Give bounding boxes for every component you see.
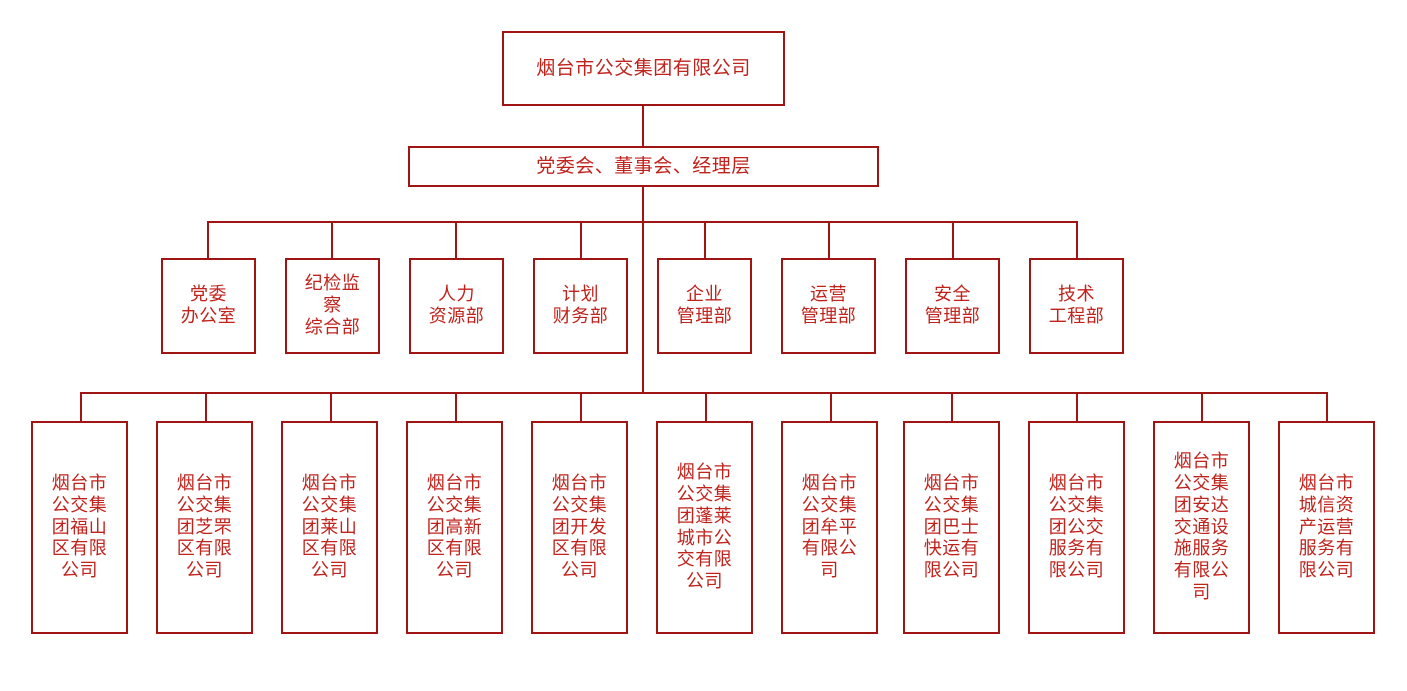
node-label: 人力 资源部 [428,284,485,326]
connector-sub-leg-8 [951,392,953,421]
node-label: 运营 管理部 [800,284,857,326]
connector-sub-leg-7 [830,392,832,421]
connector-dept-leg-2 [331,221,333,258]
node-label: 烟台市 公交集 团高新 区有限 公司 [426,472,483,581]
node-subsidiary-zhifu[interactable]: 烟台市 公交集 团芝罘 区有限 公司 [156,421,253,634]
node-label: 烟台市 公交集 团蓬莱 城市公 交有限 公司 [676,461,733,592]
connector-sub-leg-6 [705,392,707,421]
node-subsidiary-bus-express[interactable]: 烟台市 公交集 团巴士 快运有 限公司 [903,421,1000,634]
node-subsidiary-anda-facilities[interactable]: 烟台市 公交集 团安达 交通设 施服务 有限公 司 [1153,421,1250,634]
node-label: 烟台市 城信资 产运营 服务有 限公司 [1298,472,1355,581]
connector-board-trunk [642,187,644,393]
connector-dept-leg-8 [1076,221,1078,258]
connector-sub-leg-1 [80,392,82,421]
connector-root-to-board [642,106,644,146]
node-subsidiary-muping[interactable]: 烟台市 公交集 团牟平 有限公 司 [781,421,878,634]
node-label: 党委会、董事会、经理层 [536,155,751,177]
node-label: 企业 管理部 [676,284,733,326]
node-label: 烟台市 公交集 团莱山 区有限 公司 [301,472,358,581]
node-label: 安全 管理部 [924,284,981,326]
connector-dept-leg-1 [207,221,209,258]
node-department-technology-engineering[interactable]: 技术 工程部 [1029,258,1124,354]
node-governance-board[interactable]: 党委会、董事会、经理层 [408,146,879,187]
node-department-safety-management[interactable]: 安全 管理部 [905,258,1000,354]
node-department-enterprise-management[interactable]: 企业 管理部 [657,258,752,354]
node-subsidiary-fushan[interactable]: 烟台市 公交集 团福山 区有限 公司 [31,421,128,634]
connector-dept-leg-5 [704,221,706,258]
connector-dept-leg-7 [952,221,954,258]
connector-sub-leg-10 [1201,392,1203,421]
connector-dept-leg-6 [828,221,830,258]
node-department-party-office[interactable]: 党委 办公室 [161,258,256,354]
connector-sub-leg-3 [330,392,332,421]
node-subsidiary-chengxin-asset[interactable]: 烟台市 城信资 产运营 服务有 限公司 [1278,421,1375,634]
connector-sub-leg-2 [205,392,207,421]
node-department-discipline-inspection[interactable]: 纪检监 察 综合部 [285,258,380,354]
node-label: 纪检监 察 综合部 [304,273,361,337]
node-subsidiary-gaoxin[interactable]: 烟台市 公交集 团高新 区有限 公司 [406,421,503,634]
node-label: 烟台市公交集团有限公司 [536,57,751,79]
node-label: 烟台市 公交集 团安达 交通设 施服务 有限公 司 [1173,450,1230,603]
node-label: 党委 办公室 [180,284,237,326]
node-group-company[interactable]: 烟台市公交集团有限公司 [502,31,785,106]
node-label: 烟台市 公交集 团福山 区有限 公司 [51,472,108,581]
node-subsidiary-transit-service[interactable]: 烟台市 公交集 团公交 服务有 限公司 [1028,421,1125,634]
node-subsidiary-kaifaqu[interactable]: 烟台市 公交集 团开发 区有限 公司 [531,421,628,634]
node-label: 烟台市 公交集 团开发 区有限 公司 [551,472,608,581]
connector-sub-leg-11 [1326,392,1328,421]
connector-sub-leg-5 [580,392,582,421]
node-department-operations-management[interactable]: 运营 管理部 [781,258,876,354]
node-label: 烟台市 公交集 团公交 服务有 限公司 [1048,472,1105,581]
node-label: 计划 财务部 [552,284,609,326]
node-label: 技术 工程部 [1048,284,1105,326]
connector-dept-leg-3 [455,221,457,258]
connector-sub-leg-9 [1076,392,1078,421]
node-subsidiary-laishan[interactable]: 烟台市 公交集 团莱山 区有限 公司 [281,421,378,634]
node-department-human-resources[interactable]: 人力 资源部 [409,258,504,354]
node-label: 烟台市 公交集 团芝罘 区有限 公司 [176,472,233,581]
node-subsidiary-penglai[interactable]: 烟台市 公交集 团蓬莱 城市公 交有限 公司 [656,421,753,634]
connector-sub-leg-4 [455,392,457,421]
node-department-planning-finance[interactable]: 计划 财务部 [533,258,628,354]
connector-subsidiary-bus [80,392,1326,394]
node-label: 烟台市 公交集 团巴士 快运有 限公司 [923,472,980,581]
connector-dept-leg-4 [580,221,582,258]
node-label: 烟台市 公交集 团牟平 有限公 司 [801,472,858,581]
